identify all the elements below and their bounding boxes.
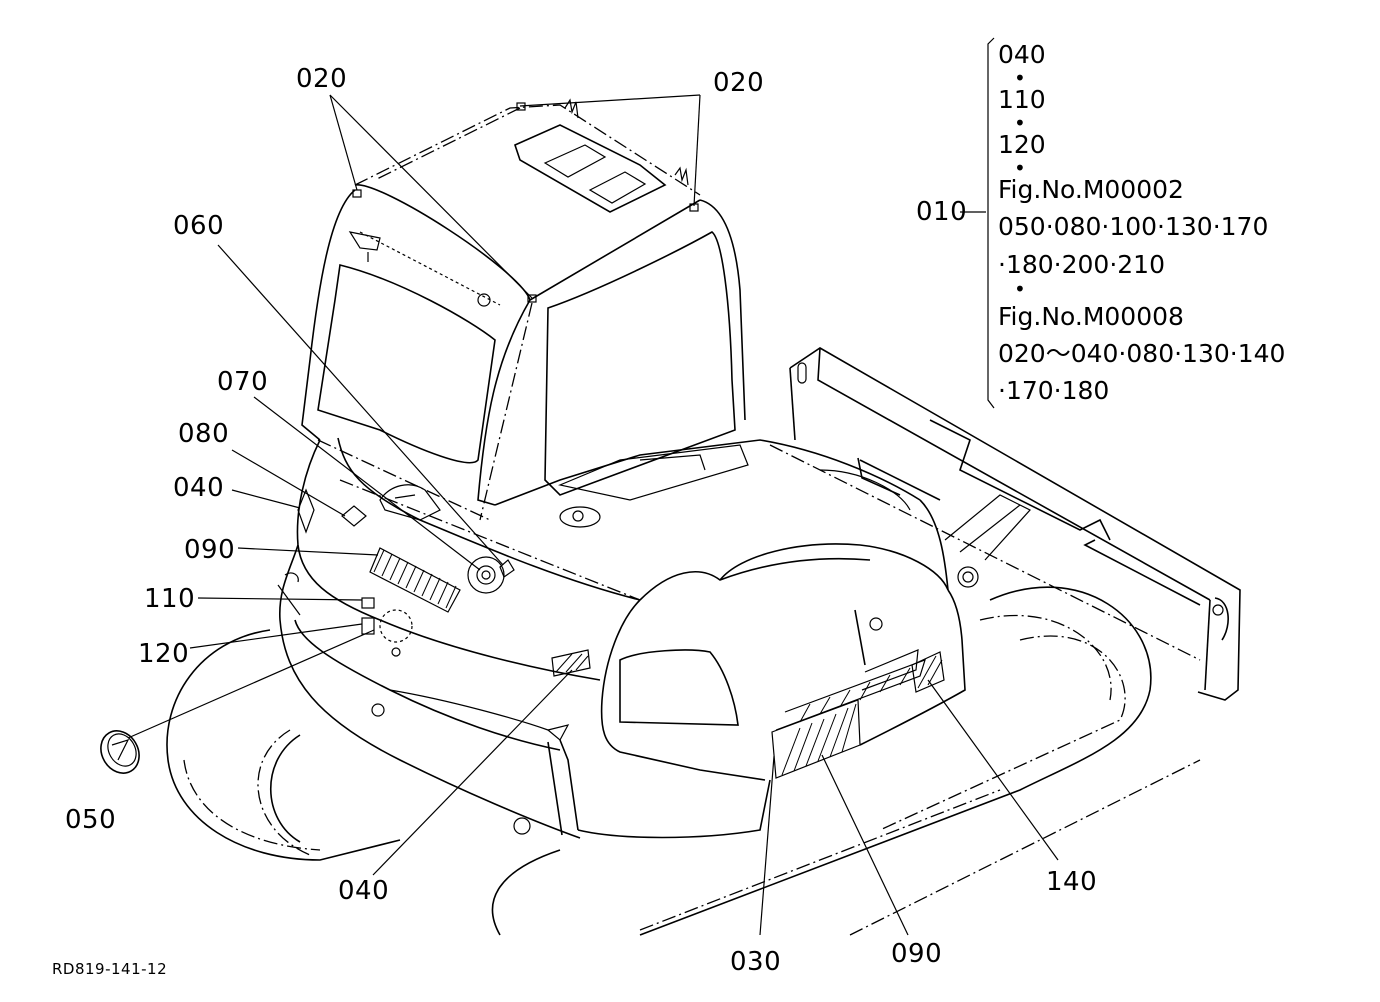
part-label-090: 090 [891,939,943,969]
part-label-140: 140 [1046,867,1098,897]
part-label-070: 070 [217,367,269,397]
side-list-line: ·180·200·210 [998,250,1165,279]
cab [301,98,746,521]
emblem-050 [100,730,140,774]
part-label-010: 010 [916,197,968,227]
part-label-060: 060 [173,211,225,241]
list-bracket [960,37,995,409]
upper-body [277,437,966,839]
side-list-line: 120 [998,130,1046,159]
side-list-line: ·170·180 [998,376,1110,405]
dozer-blade [769,347,1241,701]
part-label-020: 020 [713,68,765,98]
track-left [166,629,401,861]
side-list-separator: • [1014,277,1026,301]
side-list-line: Fig.No.M00008 [998,302,1184,331]
part-label-050: 050 [65,805,117,835]
side-list-line: 110 [998,85,1046,114]
side-list-line: 050·080·100·130·170 [998,212,1269,241]
part-label-080: 080 [178,419,230,449]
side-list-separator: • [1014,111,1026,135]
side-list-separator: • [1014,156,1026,180]
side-list-line: Fig.No.M00002 [998,175,1184,204]
part-label-090: 090 [184,535,236,565]
part-label-020: 020 [296,64,348,94]
side-list-separator: • [1014,66,1026,90]
side-list-line: 020～040·080·130·140 [998,339,1286,368]
part-label-040: 040 [338,876,390,906]
leader-lines [127,94,1059,936]
part-label-040: 040 [173,473,225,503]
side-list-line: 040 [998,40,1046,69]
part-label-030: 030 [730,947,782,977]
track-right [491,586,1201,936]
part-label-120: 120 [138,639,190,669]
part-label-110: 110 [144,584,196,614]
drawing-code: RD819-141-12 [52,960,168,978]
